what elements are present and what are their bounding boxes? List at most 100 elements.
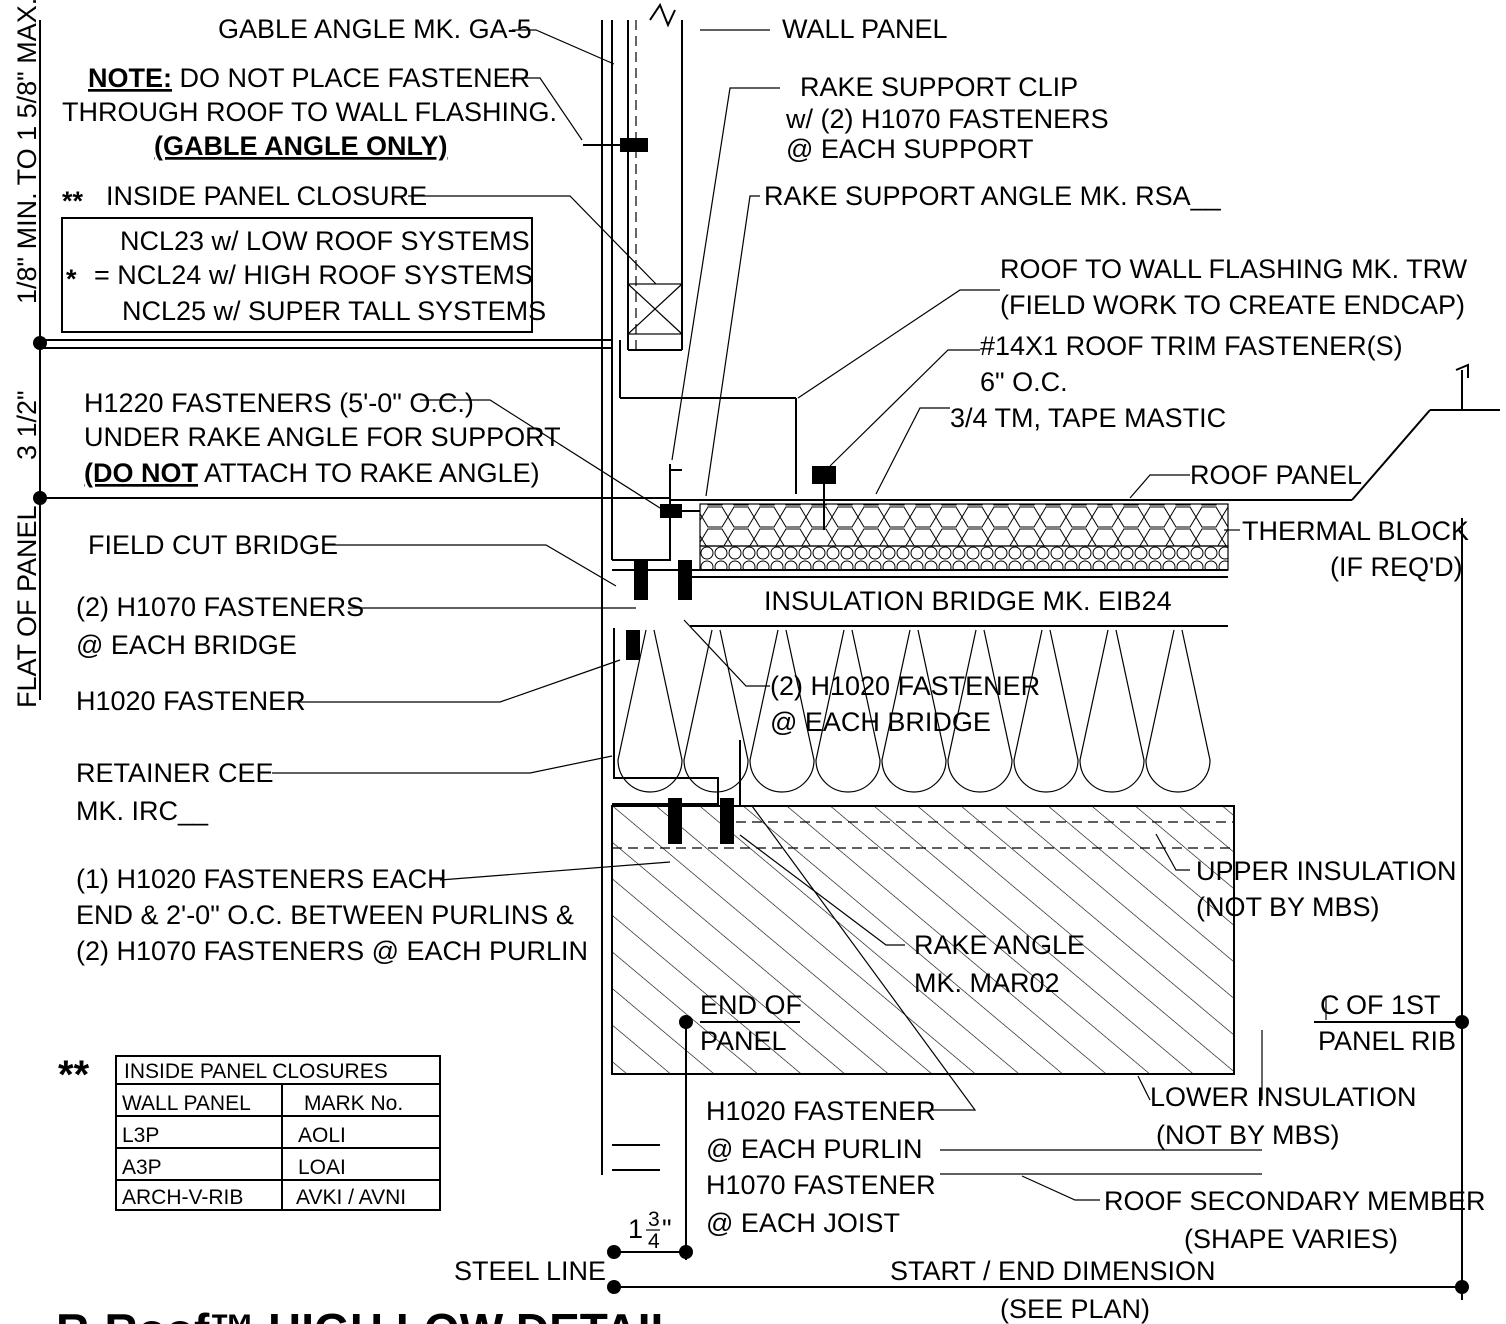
rake-clip-line1: RAKE SUPPORT CLIP xyxy=(800,72,1078,102)
rake-clip-line2: w/ (2) H1070 FASTENERS xyxy=(785,104,1109,134)
note-line1: DO NOT PLACE FASTENER xyxy=(172,63,530,93)
single-star-closure: * xyxy=(66,264,77,294)
label-insulation-bridge: INSULATION BRIDGE MK. EIB24 xyxy=(764,586,1172,616)
wall-assembly xyxy=(583,2,797,1175)
h1020-bridge-line2: @ EACH BRIDGE xyxy=(770,707,991,737)
insulation-drop xyxy=(881,629,947,793)
note-line2: THROUGH ROOF TO WALL FLASHING. xyxy=(62,97,557,127)
table-cell: ARCH-V-RIB xyxy=(122,1186,243,1209)
label-rake-support-angle: RAKE SUPPORT ANGLE MK. RSA__ xyxy=(764,181,1222,211)
table-header-wall: WALL PANEL xyxy=(122,1092,251,1115)
dim-inch: " xyxy=(662,1214,672,1244)
trim-fastener-line1: #14X1 ROOF TRIM FASTENER(S) xyxy=(980,331,1403,361)
table-double-star: ** xyxy=(58,1053,90,1097)
start-end-line1: START / END DIMENSION xyxy=(890,1256,1216,1286)
joist-f-line1: H1070 FASTENER xyxy=(706,1170,936,1200)
h1220-line3-bold: (DO NOT xyxy=(84,458,198,488)
h1020-each-line3: (2) H1070 FASTENERS @ EACH PURLIN xyxy=(76,936,588,966)
closure-opt1: NCL23 w/ LOW ROOF SYSTEMS xyxy=(120,226,530,256)
h1220-line2: UNDER RAKE ANGLE FOR SUPPORT xyxy=(84,422,561,452)
label-tape-mastic: 3/4 TM, TAPE MASTIC xyxy=(950,403,1226,433)
retainer-line2: MK. IRC__ xyxy=(76,796,209,826)
h1070-bridge-line2: @ EACH BRIDGE xyxy=(76,630,297,660)
note-line3: (GABLE ANGLE ONLY) xyxy=(154,131,448,161)
insulation-drop xyxy=(749,629,815,793)
purlin-fastener-icon xyxy=(668,798,734,844)
drawing-title: R-Roof™ HIGH LOW DETAIL xyxy=(56,1304,679,1324)
table-title: INSIDE PANEL CLOSURES xyxy=(124,1060,388,1083)
table-cell: AVKI / AVNI xyxy=(296,1186,406,1209)
purlin-f-line1: H1020 FASTENER xyxy=(706,1096,936,1126)
rake-angle-line2: MK. MAR02 xyxy=(914,968,1060,998)
h1020-fastener-icon xyxy=(626,630,640,660)
h1220-line3-rest: ATTACH TO RAKE ANGLE) xyxy=(198,458,540,488)
label-field-cut-bridge: FIELD CUT BRIDGE xyxy=(88,530,338,560)
h1020-bridge-line1: (2) H1020 FASTENER xyxy=(770,671,1040,701)
insulation-drop xyxy=(815,629,881,793)
insulation-drop xyxy=(1079,629,1145,793)
end-panel-line1: END OF xyxy=(700,990,802,1020)
start-end-line2: (SEE PLAN) xyxy=(1000,1294,1150,1324)
cl-rib-line2: PANEL RIB xyxy=(1318,1026,1456,1056)
closure-opt2: = NCL24 w/ HIGH ROOF SYSTEMS xyxy=(94,260,533,290)
insulation-drop xyxy=(1013,629,1079,793)
h1070-bridge-line1: (2) H1070 FASTENERS xyxy=(76,592,364,622)
table-cell: A3P xyxy=(122,1156,162,1179)
insulation-drop xyxy=(1145,629,1211,793)
dim-one: 1 xyxy=(628,1214,643,1244)
label-wall-panel: WALL PANEL xyxy=(782,14,948,44)
secondary-line2: (SHAPE VARIES) xyxy=(1184,1224,1398,1254)
flashing-line1: ROOF TO WALL FLASHING MK. TRW xyxy=(1000,254,1468,284)
insulation-drop xyxy=(947,629,1013,793)
thermal-block xyxy=(699,503,1229,547)
gable-fastener-icon xyxy=(583,138,648,152)
h1020-each-line1: (1) H1020 FASTENERS EACH xyxy=(76,864,447,894)
dim-vertical-bottom: FLAT OF PANEL xyxy=(12,505,42,708)
rake-clip-line3: @ EACH SUPPORT xyxy=(786,134,1033,164)
label-note: NOTE: DO NOT PLACE FASTENER xyxy=(88,63,530,93)
insulation-drop xyxy=(617,629,683,793)
note-prefix: NOTE: xyxy=(88,63,172,93)
upper-insulation xyxy=(617,629,1211,793)
dim-vertical-top: 1/8" MIN. TO 1 5/8" MAX. xyxy=(12,0,42,304)
cl-symbol: C xyxy=(1320,990,1340,1020)
leader-lines xyxy=(272,29,1263,1201)
lower-ins-line2: (NOT BY MBS) xyxy=(1156,1120,1340,1150)
flashing-line2: (FIELD WORK TO CREATE ENDCAP) xyxy=(1000,290,1465,320)
dimension-lines xyxy=(33,20,1469,1300)
label-roof-panel: ROOF PANEL xyxy=(1190,460,1362,490)
closure-opt3: NCL25 w/ SUPER TALL SYSTEMS xyxy=(122,296,546,326)
table-cell: LOAI xyxy=(298,1156,346,1179)
roof-secondary-member xyxy=(611,805,1235,1075)
annotations: GABLE ANGLE MK. GA-5 WALL PANEL NOTE: DO… xyxy=(12,0,1486,1324)
retainer-line1: RETAINER CEE xyxy=(76,758,274,788)
closure-table: ** INSIDE PANEL CLOSURES WALL PANEL MARK… xyxy=(58,1053,441,1211)
closure-block xyxy=(627,283,683,335)
upper-ins-line1: UPPER INSULATION xyxy=(1196,856,1457,886)
dim-frac-den: 4 xyxy=(648,1230,660,1253)
dim-frac-num: 3 xyxy=(648,1208,660,1231)
secondary-line1: ROOF SECONDARY MEMBER xyxy=(1104,1186,1486,1216)
h1020-each-line2: END & 2'-0" O.C. BETWEEN PURLINS & xyxy=(76,900,574,930)
trim-fastener-icon xyxy=(812,466,836,530)
label-gable-angle: GABLE ANGLE MK. GA-5 xyxy=(218,14,532,44)
roof-assembly xyxy=(611,363,1500,1171)
table-cell: AOLI xyxy=(298,1124,346,1147)
closure-note-box xyxy=(61,217,533,333)
h1220-fastener-icon xyxy=(660,504,700,518)
thermal-block-line2: (IF REQ'D) xyxy=(1330,552,1463,582)
h1220-line3: (DO NOT ATTACH TO RAKE ANGLE) xyxy=(84,458,540,488)
cl-rib-line1: OF 1ST xyxy=(1346,990,1441,1020)
insulation-drop xyxy=(683,629,749,793)
bridge-fastener-icon xyxy=(634,560,692,600)
table-cell: L3P xyxy=(122,1124,159,1147)
label-inside-closure: INSIDE PANEL CLOSURE xyxy=(106,181,427,211)
trim-fastener-line2: 6" O.C. xyxy=(980,367,1068,397)
purlin-f-line2: @ EACH PURLIN xyxy=(706,1134,922,1164)
rake-angle-line1: RAKE ANGLE xyxy=(914,930,1085,960)
table-header-mark: MARK No. xyxy=(304,1092,403,1115)
end-panel-line2: PANEL xyxy=(700,1026,787,1056)
label-h1020-fastener: H1020 FASTENER xyxy=(76,686,306,716)
